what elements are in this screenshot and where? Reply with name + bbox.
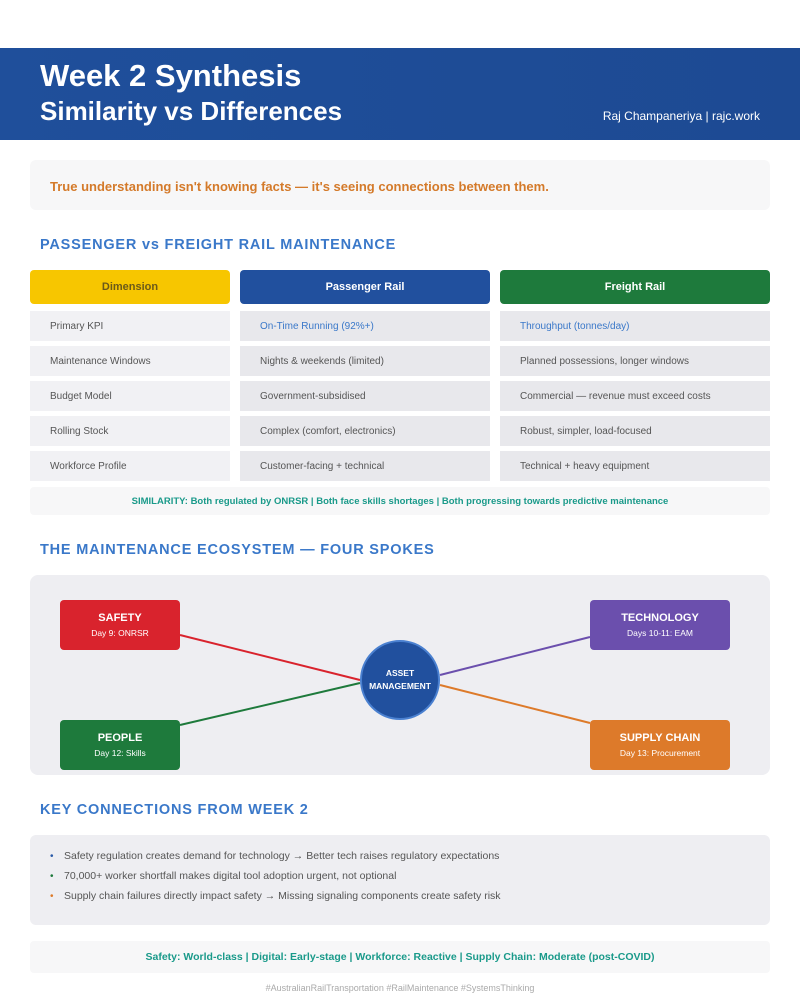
spoke-technology-sub: Days 10-11: EAM [627, 628, 693, 638]
quote-text: True understanding isn't knowing facts —… [50, 179, 549, 194]
author-credit: Raj Champaneriya | rajc.work [602, 109, 760, 123]
list-item: • Supply chain failures directly impact s… [50, 890, 501, 902]
table-cell-freight: Commercial — revenue must exceed costs [500, 381, 770, 411]
connector-supply-chain [439, 684, 591, 724]
spoke-safety: SAFETY Day 9: ONRSR [60, 600, 180, 650]
list-item-text: Safety regulation creates demand for tec… [64, 850, 500, 862]
bullet-icon: • [50, 891, 54, 902]
spoke-safety-sub: Day 9: ONRSR [91, 628, 149, 638]
bullet-icon: • [50, 851, 54, 862]
table-cell-freight: Robust, simpler, load-focused [500, 416, 770, 446]
table-cell-dimension: Primary KPI [30, 311, 230, 341]
connections-section-title: KEY CONNECTIONS FROM WEEK 2 [40, 802, 309, 818]
hub-label-line1: ASSET [385, 668, 415, 679]
spoke-supply-chain: SUPPLY CHAIN Day 13: Procurement [590, 720, 730, 770]
page-subtitle: Similarity vs Differences [40, 96, 343, 126]
spoke-technology-title: TECHNOLOGY [621, 612, 699, 624]
comparison-section-title: PASSENGER vs FREIGHT RAIL MAINTENANCE [40, 237, 397, 253]
table-cell-dimension: Maintenance Windows [30, 346, 230, 376]
table-cell-passenger: Complex (comfort, electronics) [240, 416, 490, 446]
column-header-dimension: Dimension [30, 270, 230, 304]
spoke-supply-chain-sub: Day 13: Procurement [619, 748, 701, 758]
status-summary: Safety: World-class | Digital: Early-sta… [30, 941, 770, 973]
ecosystem-diagram: SAFETY Day 9: ONRSR TECHNOLOGY Days 10-1… [30, 575, 770, 775]
spoke-connectors [179, 634, 591, 726]
page-title: Week 2 Synthesis [40, 58, 302, 93]
table-cell-freight: Planned possessions, longer windows [500, 346, 770, 376]
column-header-freight: Freight Rail [500, 270, 770, 304]
hashtags: #AustralianRailTransportation #RailMaint… [265, 983, 535, 993]
hub-asset-management: ASSET MANAGEMENT [360, 640, 440, 720]
connector-technology [439, 636, 591, 676]
spoke-supply-chain-title: SUPPLY CHAIN [619, 732, 701, 744]
table-cell-freight: Technical + heavy equipment [500, 451, 770, 481]
hub-label-line2: MANAGEMENT [369, 681, 431, 691]
ecosystem-section-title: THE MAINTENANCE ECOSYSTEM — FOUR SPOKES [40, 542, 435, 558]
column-header-passenger: Passenger Rail [240, 270, 490, 304]
similarity-note: SIMILARITY: Both regulated by ONRSR | Bo… [30, 487, 770, 515]
table-cell-dimension: Workforce Profile [30, 451, 230, 481]
header-banner: Week 2 Synthesis Similarity vs Differenc… [0, 48, 800, 140]
list-item-text: 70,000+ worker shortfall makes digital t… [64, 870, 397, 882]
spoke-people-sub: Day 12: Skills [94, 748, 146, 758]
table-cell-passenger: Customer-facing + technical [240, 451, 490, 481]
spoke-technology: TECHNOLOGY Days 10-11: EAM [590, 600, 730, 650]
bullet-icon: • [50, 871, 54, 882]
connector-people [179, 682, 361, 726]
table-cell-freight: Throughput (tonnes/day) [500, 311, 770, 341]
list-item-text: Supply chain failures directly impact sa… [64, 890, 501, 902]
spoke-safety-title: SAFETY [98, 612, 142, 624]
spoke-people-title: PEOPLE [97, 732, 143, 744]
connector-safety [179, 634, 361, 681]
table-cell-dimension: Budget Model [30, 381, 230, 411]
quote-box: True understanding isn't knowing facts —… [30, 160, 770, 210]
spoke-people: PEOPLE Day 12: Skills [60, 720, 180, 770]
connections-list: • Safety regulation creates demand for te… [30, 835, 770, 925]
list-item: • Safety regulation creates demand for te… [50, 850, 499, 862]
table-cell-passenger: Nights & weekends (limited) [240, 346, 490, 376]
table-cell-passenger: Government-subsidised [240, 381, 490, 411]
table-cell-dimension: Rolling Stock [30, 416, 230, 446]
table-cell-passenger: On-Time Running (92%+) [240, 311, 490, 341]
list-item: • 70,000+ worker shortfall makes digital … [50, 870, 396, 882]
